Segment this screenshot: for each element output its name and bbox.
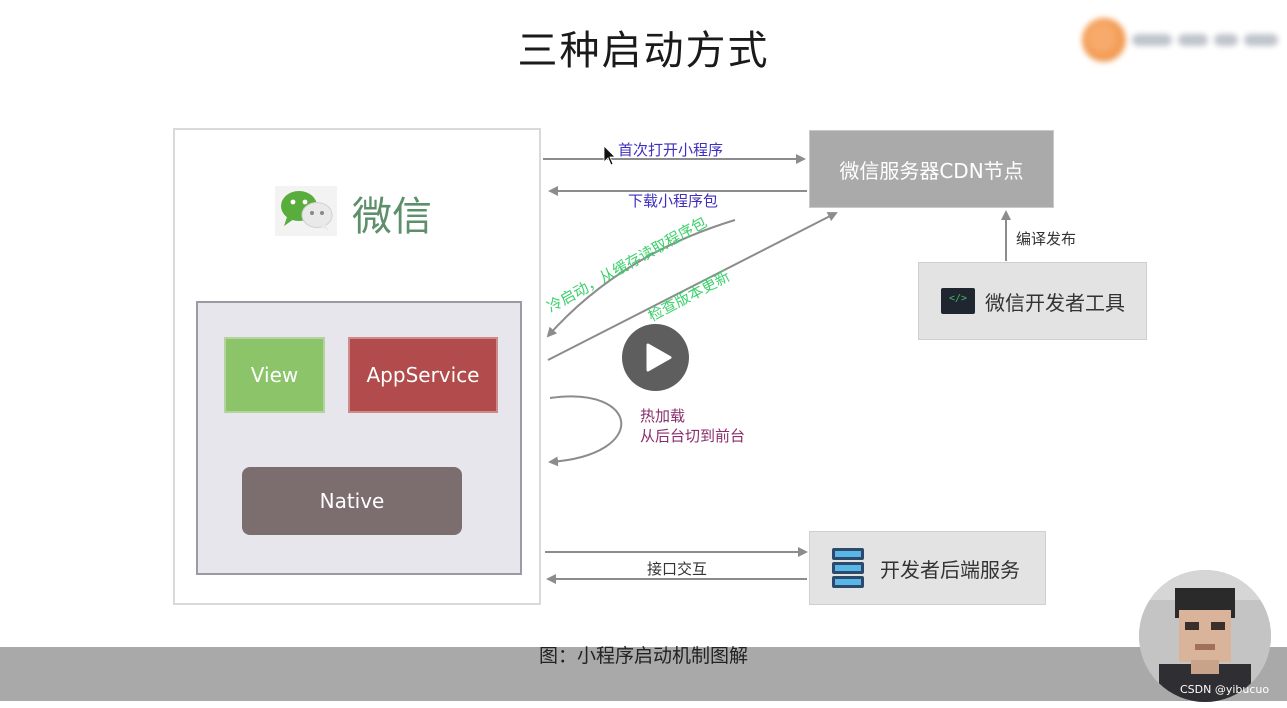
server-icon (832, 548, 864, 588)
cdn-node-box: 微信服务器CDN节点 (809, 130, 1054, 208)
brand-logo (1082, 14, 1282, 64)
figure-caption: 图：小程序启动机制图解 (538, 645, 748, 667)
label-download-package: 下载小程序包 (628, 192, 719, 210)
label-compile-publish: 编译发布 (1016, 230, 1077, 248)
label-api-interaction: 接口交互 (647, 560, 708, 578)
appservice-layer-box: AppService (348, 337, 498, 413)
label-background-to-foreground: 从后台切到前台 (640, 427, 746, 445)
native-layer-box: Native (242, 467, 462, 535)
arrow-cold-start (546, 219, 736, 338)
backend-label: 开发者后端服务 (880, 557, 1020, 582)
caption-band (0, 647, 1287, 701)
view-layer-box: View (224, 337, 325, 413)
label-first-open: 首次打开小程序 (618, 141, 724, 159)
wechat-label: 微信 (352, 194, 432, 240)
cursor-icon (603, 145, 616, 166)
dev-tool-box: </> 微信开发者工具 (918, 262, 1147, 340)
backend-service-box: 开发者后端服务 (809, 531, 1046, 605)
wechat-icon (275, 186, 337, 236)
dev-tool-label: 微信开发者工具 (985, 290, 1125, 315)
slide-title: 三种启动方式 (517, 28, 770, 74)
label-hot-load: 热加载 (640, 407, 686, 425)
watermark-text: CSDN @yibucuo (1180, 683, 1270, 696)
arrow-check-update (547, 212, 838, 361)
play-icon (646, 343, 672, 372)
video-play-button[interactable] (622, 324, 689, 391)
arrow-hot-load (548, 395, 623, 467)
presenter-avatar (1139, 570, 1271, 702)
code-editor-icon: </> (941, 288, 975, 314)
